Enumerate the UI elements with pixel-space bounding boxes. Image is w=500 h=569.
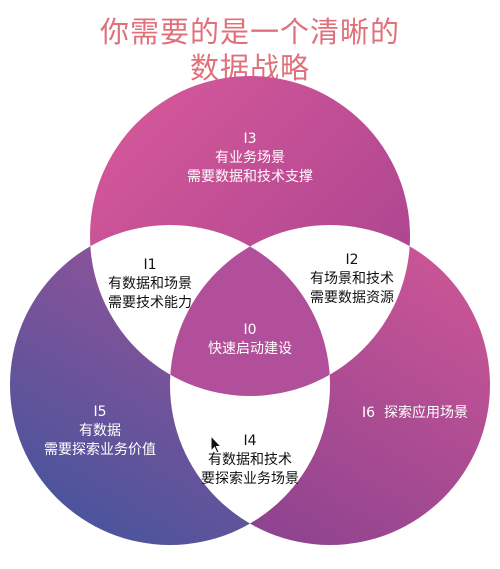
- region-id-i6: I6: [362, 405, 376, 421]
- region-label-i3: I3 有业务场景 需要数据和技术支撑: [150, 130, 350, 187]
- region-label-i6: I6 探索应用场景: [340, 404, 490, 423]
- region-line-i1-1: 有数据和场景: [108, 276, 192, 292]
- region-line-i0-1: 快速启动建设: [208, 341, 292, 357]
- region-label-i2: I2 有场景和技术 需要数据资源: [292, 251, 412, 308]
- region-id-i5: I5: [93, 404, 107, 420]
- region-label-i0: I0 快速启动建设: [190, 321, 310, 359]
- region-line-i2-2: 需要数据资源: [310, 290, 394, 306]
- region-id-i4: I4: [243, 433, 257, 449]
- region-line-i5-1: 有数据: [79, 423, 121, 439]
- region-line-i1-2: 需要技术能力: [108, 295, 192, 311]
- region-line-i5-2: 需要探索业务价值: [44, 442, 156, 458]
- overlap-center: [170, 225, 330, 396]
- region-line-i6-1: 探索应用场景: [383, 405, 468, 421]
- diagram-title-line-1: 你需要的是一个清晰的: [99, 15, 400, 49]
- region-id-i0: I0: [243, 322, 257, 338]
- region-line-i4-1: 有数据和技术: [208, 452, 292, 468]
- region-line-i2-1: 有场景和技术: [310, 271, 394, 287]
- region-id-i2: I2: [345, 252, 359, 268]
- region-label-i4: I4 有数据和技术 要探索业务场景: [180, 432, 320, 489]
- region-line-i4-2: 要探索业务场景: [201, 471, 299, 487]
- mouse-pointer-icon: [210, 435, 223, 454]
- region-id-i3: I3: [243, 131, 257, 147]
- region-line-i3-1: 有业务场景: [215, 150, 285, 166]
- region-id-i1: I1: [143, 257, 157, 273]
- region-label-i1: I1 有数据和场景 需要技术能力: [90, 256, 210, 313]
- region-label-i5: I5 有数据 需要探索业务价值: [25, 403, 175, 460]
- region-line-i3-2: 需要数据和技术支撑: [187, 169, 313, 185]
